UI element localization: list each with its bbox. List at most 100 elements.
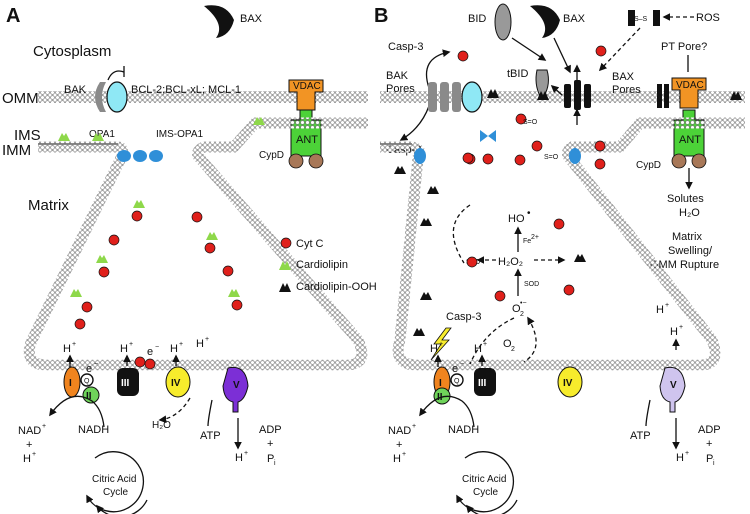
bid-label: BID [468,13,486,25]
svg-text:P: P [706,453,713,465]
proton-labels: H + H + H + H + H + [63,336,248,464]
complex-ii-label: II [86,391,92,402]
svg-text:+: + [665,302,669,309]
atp-label: ATP [200,430,221,442]
svg-text:H: H [670,326,678,338]
oxidized-cytc-label: S=O [523,119,538,126]
svg-text:Cycle: Cycle [473,487,498,498]
cypd-icon [288,153,304,169]
matrix-label: Matrix [28,197,69,214]
svg-text:III: III [478,378,487,389]
svg-text:OMM Rupture: OMM Rupture [650,259,719,271]
svg-text:ADP: ADP [698,424,721,436]
cardiolipin-icon-group [58,117,265,297]
bax-protein-icon [530,5,560,38]
citric-acid-label: Citric Acid [92,474,136,485]
svg-text:+: + [483,341,487,348]
ant-label: ANT [679,134,701,146]
h2o-label: H₂O [679,207,700,219]
nadh-oxidation-arrow [49,395,105,428]
bax-label: BAX [240,13,263,25]
disulfide-label: S–S [634,16,648,23]
svg-text:+: + [679,324,683,331]
svg-text:H: H [474,343,482,355]
opa1-icon [149,150,163,162]
ims-opa1-label: IMS-OPA1 [156,129,203,140]
bcl2-family-label: BCL-2;BCL-xL; MCL-1 [131,84,241,96]
legend-cytc-label: Cyt C [296,238,324,250]
hydroxyl-radical-label: HO [508,213,525,225]
cytochrome-c-group [74,210,243,368]
svg-text:H: H [430,343,438,355]
svg-text:H: H [23,453,31,465]
cypd-label: CypD [259,150,284,161]
svg-text:2+: 2+ [531,234,539,241]
cytosol-label: Cytosplasm [33,43,111,60]
o2-label: O [503,338,512,350]
cypd-label: CypD [636,160,661,171]
oxidized-cytc-label: S=O [544,154,559,161]
bcl2-protein-icon [106,81,128,113]
svg-text:+: + [396,439,402,451]
pi-label: P [267,453,274,465]
inner-membrane [380,117,745,371]
svg-text:ATP: ATP [630,430,651,442]
ant-label: ANT [296,134,318,146]
complex-iii-label: III [121,378,130,389]
opa1-icon [117,150,131,162]
sod-label: SOD [524,281,539,288]
svg-text:+: + [72,341,76,348]
adp-label: ADP [259,424,282,436]
complex-v-label: V [233,380,240,391]
svg-text:H: H [170,343,178,355]
panel-a: A BAX Cytosplasm OMM BAK BCL-2;BCL-xL; M… [2,5,377,514]
proton-labels: H + H + H + [430,341,689,464]
cytc-shuttle-icon [144,358,156,370]
svg-text:H: H [656,304,664,316]
panel-b-label: B [374,5,388,27]
svg-text:Swelling/: Swelling/ [668,245,713,257]
legend-cardiolipin-icon [279,261,291,270]
ant-transporter-icon [673,109,705,157]
legend-cardiolipin-ooh-label: Cardiolipin-OOH [296,281,377,293]
bcl2-protein-icon [461,81,483,113]
bax-protein-icon [204,5,234,38]
vdac-channel-icon [288,79,324,111]
svg-text:NADH: NADH [448,424,479,436]
vdac-label: VDAC [676,80,704,91]
svg-text:+: + [412,423,416,430]
bow-tie-icon [480,130,496,142]
complex-iv-icon [165,366,191,398]
svg-text:I: I [439,378,442,389]
electron-label: e [452,363,458,375]
svg-text:+: + [32,451,36,458]
tbid-label: tBID [507,68,528,80]
svg-text:H: H [63,343,71,355]
opa1-label: OPA1 [89,129,115,140]
cardiolipin-ooh-icon [487,89,499,98]
complex-iii-icon [474,368,496,396]
ubiquinone-icon [450,373,464,387]
svg-text:+: + [267,438,273,450]
svg-text:2: 2 [520,311,524,318]
complex-i-label: I [69,378,72,389]
superoxide-label: O [512,303,521,315]
bak-protein-icon [95,82,106,112]
ubiquinone-icon [80,373,94,387]
lightning-bolt-icon [430,327,452,361]
bax-label: BAX [563,13,586,25]
ims-label: IMS [14,127,41,144]
svg-text:+: + [179,341,183,348]
bak-pores-label-2: Pores [386,83,415,95]
svg-text:i: i [713,460,715,467]
imm-label: IMM [2,142,31,159]
matrix-swelling-label: Matrix [672,231,702,243]
svg-text:H: H [120,343,128,355]
vdac-label: VDAC [293,81,321,92]
q-label: Q [84,378,90,385]
ros-label: ROS [696,12,720,24]
omm-label: OMM [2,90,39,107]
electron-label: e [147,346,153,358]
bax-pores-label-2: Pores [612,84,641,96]
pt-pore-label: PT Pore? [661,41,707,53]
